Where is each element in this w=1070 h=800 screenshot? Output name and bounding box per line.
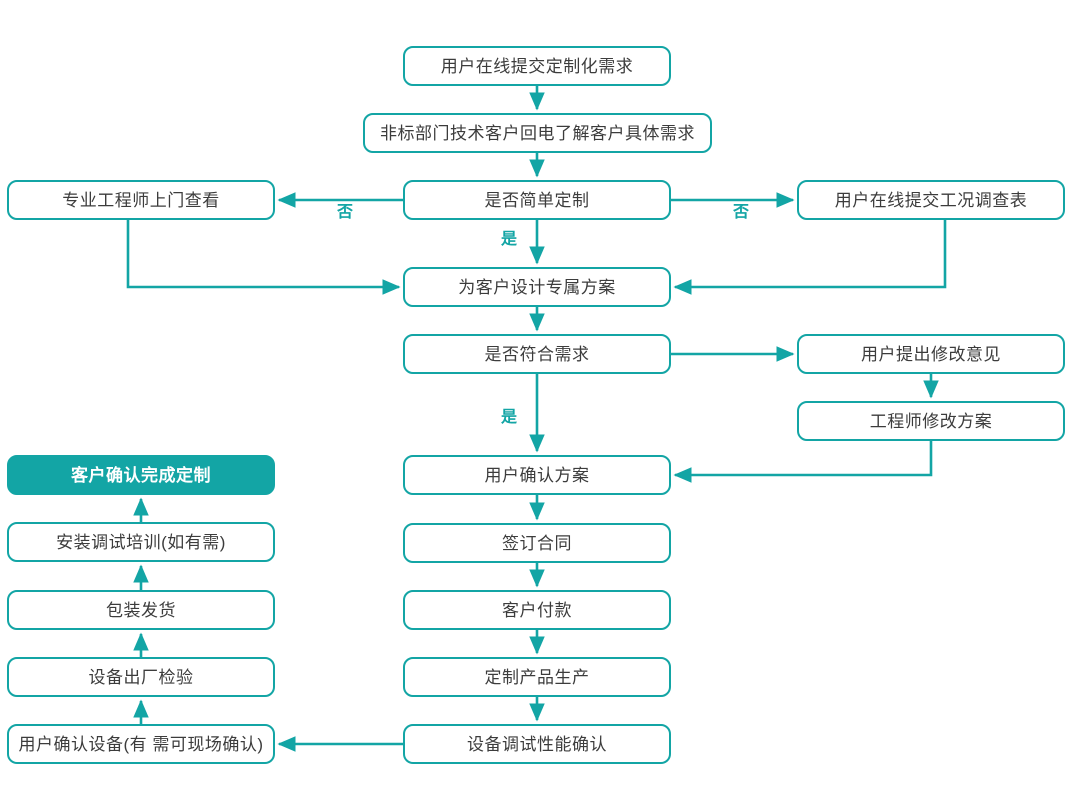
node-user-revision-comments[interactable]: 用户提出修改意见 (797, 334, 1065, 374)
node-equipment-performance-check[interactable]: 设备调试性能确认 (403, 724, 671, 764)
node-submit-condition-survey[interactable]: 用户在线提交工况调查表 (797, 180, 1065, 220)
node-custom-production[interactable]: 定制产品生产 (403, 657, 671, 697)
node-engineer-onsite-visit[interactable]: 专业工程师上门查看 (7, 180, 275, 220)
node-decision-meets-requirement[interactable]: 是否符合需求 (403, 334, 671, 374)
node-install-debug-training[interactable]: 安装调试培训(如有需) (7, 522, 275, 562)
edge-n9-n10 (673, 441, 933, 483)
edge-label-no-left: 否 (337, 204, 354, 221)
node-decision-simple-custom[interactable]: 是否简单定制 (403, 180, 671, 220)
node-tech-callback[interactable]: 非标部门技术客户回电了解客户具体需求 (363, 113, 712, 153)
edge-label-yes-meets: 是 (501, 409, 518, 426)
node-packaging-shipping[interactable]: 包装发货 (7, 590, 275, 630)
edge-n5-n6 (673, 220, 947, 295)
node-customer-payment[interactable]: 客户付款 (403, 590, 671, 630)
node-user-confirm-equipment[interactable]: 用户确认设备(有 需可现场确认) (7, 724, 275, 764)
node-engineer-revise-plan[interactable]: 工程师修改方案 (797, 401, 1065, 441)
node-customer-confirm-complete[interactable]: 客户确认完成定制 (7, 455, 275, 495)
node-design-exclusive-plan[interactable]: 为客户设计专属方案 (403, 267, 671, 307)
node-factory-inspection[interactable]: 设备出厂检验 (7, 657, 275, 697)
node-sign-contract[interactable]: 签订合同 (403, 523, 671, 563)
edge-n4-n6 (126, 220, 401, 295)
node-user-confirm-plan[interactable]: 用户确认方案 (403, 455, 671, 495)
node-user-submit-request[interactable]: 用户在线提交定制化需求 (403, 46, 671, 86)
edge-label-no-right: 否 (733, 204, 750, 221)
edge-label-yes-simple: 是 (501, 231, 518, 248)
